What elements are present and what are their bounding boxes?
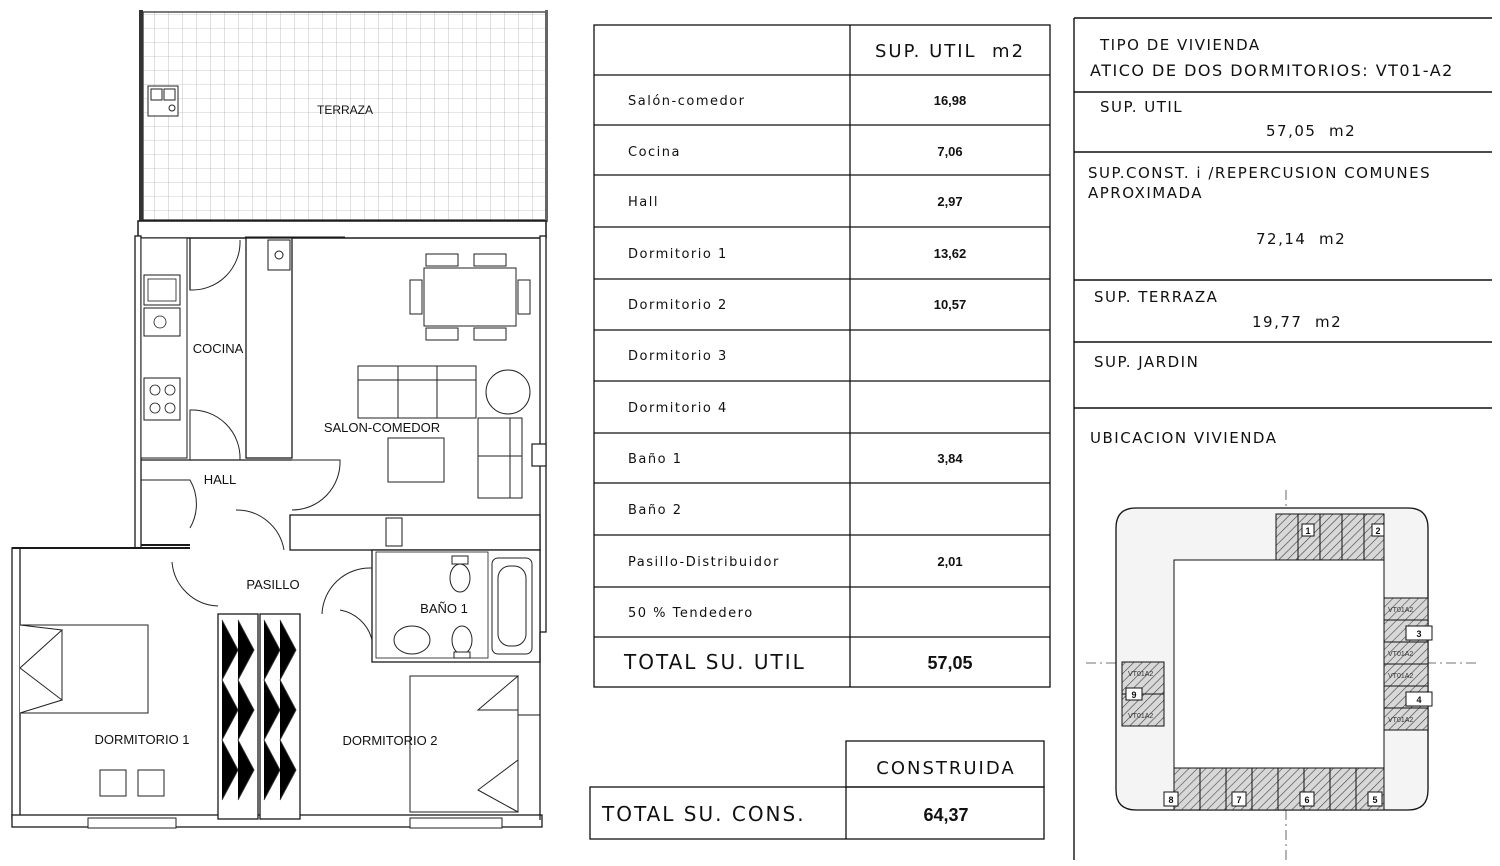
wardrobes [221, 619, 297, 801]
sup-const-value: 72,14 m2 [1256, 230, 1346, 248]
row-label-1: Cocina [628, 145, 681, 160]
tipo-value: ATICO DE DOS DORMITORIOS: VT01-A2 [1090, 61, 1454, 80]
room-label-pasillo: PASILLO [246, 577, 299, 592]
sup-const-label-1: SUP.CONST. i /REPERCUSION COMUNES [1088, 164, 1431, 182]
terrace: TERRAZA [139, 10, 548, 222]
tipo-label: TIPO DE VIVIENDA [1099, 36, 1261, 54]
info-panel: TIPO DE VIVIENDA ATICO DE DOS DORMITORIO… [1073, 17, 1492, 860]
unit-small-label: VT01A2 [1388, 673, 1413, 680]
sup-terraza-value: 19,77 m2 [1252, 313, 1342, 331]
location-map: 1 2 3 4 VT01A2 VT01A2 VT01A2 VT01A2 9 VT… [1086, 490, 1476, 860]
bathroom-fixtures [393, 555, 533, 659]
sup-util-label: SUP. UTIL [1100, 98, 1183, 116]
row-label-6: Dormitorio 4 [628, 401, 728, 416]
row-label-10: 50 % Tendedero [628, 606, 754, 621]
construida-header: CONSTRUIDA [876, 758, 1015, 779]
row-label-3: Dormitorio 1 [628, 247, 728, 262]
unit-small-label: VT01A2 [1128, 713, 1153, 720]
terrace-sink-icon [147, 85, 179, 117]
row-value-2: 2,97 [937, 194, 962, 209]
sup-jardin-label: SUP. JARDIN [1094, 353, 1199, 371]
windows [87, 817, 503, 829]
room-label-terraza: TERRAZA [317, 103, 373, 117]
row-label-8: Baño 2 [628, 503, 682, 518]
row-label-7: Baño 1 [628, 452, 682, 467]
unit-label-7: 7 [1236, 795, 1241, 805]
unit-label-6: 6 [1304, 795, 1309, 805]
unit-label-2: 2 [1375, 526, 1380, 536]
door-swings [141, 239, 373, 641]
total-util-label: TOTAL SU. UTIL [623, 650, 806, 674]
bed-2 [409, 674, 519, 813]
room-label-dormitorio2: DORMITORIO 2 [342, 733, 437, 748]
total-util-value: 57,05 [927, 653, 972, 673]
total-cons-value: 64,37 [923, 805, 968, 825]
unit-label-3: 3 [1416, 629, 1421, 639]
row-label-4: Dormitorio 2 [628, 298, 728, 313]
unit-label-1: 1 [1305, 526, 1310, 536]
unit-label-8: 8 [1168, 795, 1173, 805]
row-label-5: Dormitorio 3 [628, 349, 728, 364]
row-value-4: 10,57 [934, 297, 967, 312]
unit-label-5: 5 [1372, 795, 1377, 805]
sup-const-label-2: APROXIMADA [1088, 184, 1203, 202]
room-label-dormitorio1: DORMITORIO 1 [94, 732, 189, 747]
row-label-0: Salón-comedor [628, 94, 746, 109]
row-value-1: 7,06 [937, 144, 962, 159]
bed-1 [19, 624, 165, 797]
unit-label-9: 9 [1131, 690, 1136, 700]
row-value-0: 16,98 [934, 93, 967, 108]
table-header: SUP. UTIL m2 [875, 41, 1025, 62]
room-label-salon: SALON-COMEDOR [324, 420, 440, 435]
unit-label-4: 4 [1416, 695, 1421, 705]
row-label-9: Pasillo-Distribuidor [628, 555, 780, 570]
unit-small-label: VT01A2 [1128, 671, 1153, 678]
ubicacion-label: UBICACION VIVIENDA [1090, 429, 1277, 447]
room-label-hall: HALL [204, 472, 237, 487]
sup-util-value: 57,05 m2 [1266, 122, 1356, 140]
room-label-cocina: COCINA [193, 341, 244, 356]
row-label-2: Hall [628, 195, 659, 210]
sofa [357, 365, 531, 499]
row-value-7: 3,84 [937, 451, 963, 466]
unit-small-label: VT01A2 [1388, 651, 1413, 658]
row-value-3: 13,62 [934, 246, 967, 261]
dining-table [409, 253, 531, 341]
unit-small-label: VT01A2 [1388, 607, 1413, 614]
row-value-9: 2,01 [937, 554, 962, 569]
unit-small-label: VT01A2 [1388, 717, 1413, 724]
floor-plan: TERRAZA [11, 10, 548, 829]
room-label-bano1: BAÑO 1 [420, 601, 468, 616]
sup-terraza-label: SUP. TERRAZA [1094, 288, 1218, 306]
total-cons-label: TOTAL SU. CONS. [601, 802, 806, 826]
area-table: SUP. UTIL m2 Salón-comedor 16,98 Cocina … [589, 24, 1051, 840]
